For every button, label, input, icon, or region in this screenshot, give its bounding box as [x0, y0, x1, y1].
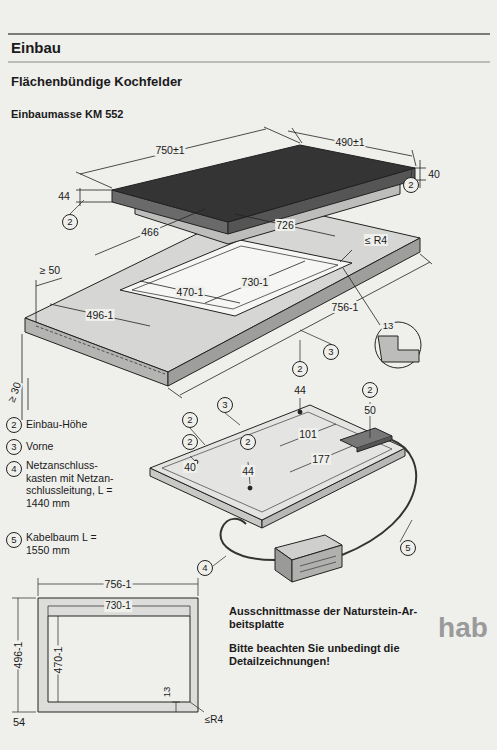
- header-rule: [8, 62, 490, 63]
- legend-callout: 2: [6, 417, 22, 433]
- cable-harness: [221, 440, 417, 582]
- note-text: Ausschnittmasse der Naturstein-Ar- beits…: [228, 605, 426, 630]
- dimension-label: 496-1: [12, 641, 24, 670]
- hob-underside: [150, 405, 405, 528]
- callout-number: 5: [400, 540, 416, 556]
- dimension-label: 13: [382, 321, 395, 332]
- dimension-label: ≤R4: [204, 714, 224, 726]
- callout-number: 2: [182, 412, 198, 428]
- dimension-label: 756-1: [331, 301, 360, 313]
- callout-text: 2: [367, 385, 372, 395]
- dimension-label: ≥ 30: [5, 379, 24, 404]
- page-number: 54: [12, 716, 26, 729]
- cutout-plan: [12, 578, 204, 712]
- callout-number: 2: [182, 434, 198, 450]
- dimension-label: 756-1: [104, 578, 133, 590]
- callout-text: 2: [297, 364, 302, 374]
- legend-text: Vorne: [26, 440, 53, 453]
- callout-text: 2: [408, 180, 413, 190]
- dimension-label: 101: [298, 428, 318, 440]
- dimension-label: 750±1: [154, 144, 185, 156]
- dimension-label: 470-1: [176, 286, 205, 298]
- watermark: hab: [437, 612, 489, 644]
- callout-text: 3: [328, 347, 333, 357]
- legend-text: Kabelbaum L = 1550 mm: [26, 531, 106, 556]
- dimension-label: 177: [311, 453, 331, 465]
- dimension-label: 726: [275, 219, 295, 231]
- header-rule: [8, 33, 490, 35]
- callout-text: 5: [405, 543, 410, 553]
- callout-number: 2: [240, 434, 256, 450]
- callout-text: 2: [245, 437, 250, 447]
- dimension-label: 730-1: [241, 276, 270, 288]
- callout-text: 5: [11, 535, 16, 545]
- dimension-label: 44: [241, 465, 255, 477]
- callout-text: 2: [11, 420, 16, 430]
- dimension-label: 496-1: [86, 309, 115, 321]
- dimension-label: 40: [183, 461, 197, 473]
- dimension-label: 40: [427, 168, 441, 180]
- legend-text: Netzanschluss- kasten mit Netzan- schlus…: [26, 459, 118, 509]
- cooktop: [112, 145, 415, 244]
- note-text: Bitte beachten Sie unbedingt die Detailz…: [228, 642, 426, 667]
- callout-text: 3: [222, 400, 227, 410]
- page-title: Einbau: [10, 39, 62, 56]
- callout-number: 2: [62, 214, 78, 230]
- legend-callout: 5: [6, 532, 22, 548]
- callout-number: 4: [197, 560, 213, 576]
- callout-text: 2: [187, 415, 192, 425]
- dimension-label: 13: [162, 686, 173, 699]
- leader-lines: [213, 520, 412, 566]
- callout-number: 2: [362, 382, 378, 398]
- callout-number: 2: [292, 361, 308, 377]
- callout-text: 2: [67, 217, 72, 227]
- dimension-label: 490±1: [334, 136, 365, 148]
- section-heading: Einbaumasse KM 552: [10, 108, 125, 121]
- callout-number: 3: [323, 344, 339, 360]
- dimension-label: 50: [363, 404, 377, 416]
- dimension-lines: [22, 127, 432, 420]
- callout-text: 4: [11, 464, 16, 474]
- section-heading: Flächenbündige Kochfelder: [10, 75, 183, 90]
- legend-text: Einbau-Höhe: [26, 418, 87, 431]
- callout-text: 4: [202, 563, 207, 573]
- callout-number: 3: [217, 397, 233, 413]
- dimension-label: 44: [293, 384, 307, 396]
- callout-number: 2: [403, 177, 419, 193]
- dimension-label: ≤ R4: [364, 234, 388, 246]
- dimension-label: ≥ 50: [39, 264, 61, 276]
- dimension-label: 44: [57, 190, 71, 202]
- leader-lines: [70, 170, 412, 361]
- callout-text: 2: [187, 437, 192, 447]
- dimension-label: 466: [140, 226, 160, 238]
- dimension-lines: [190, 398, 370, 484]
- dimension-label: 470-1: [52, 646, 64, 675]
- dimension-label: 730-1: [104, 600, 132, 612]
- legend-callout: 4: [6, 461, 22, 477]
- callout-text: 3: [11, 442, 16, 452]
- legend-callout: 3: [6, 439, 22, 455]
